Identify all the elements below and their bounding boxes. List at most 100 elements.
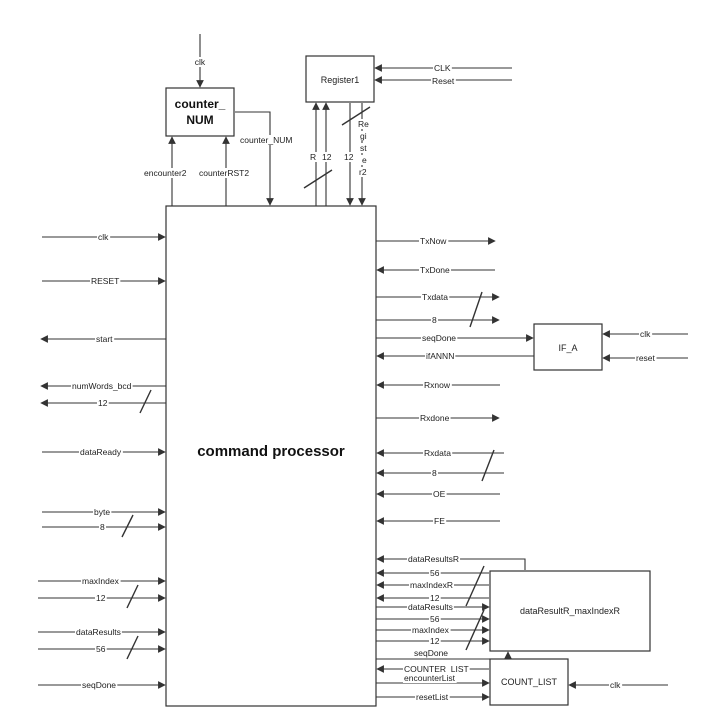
register1-block [305, 55, 375, 103]
label-bg [97, 232, 111, 242]
command-processor-title: command processor [197, 443, 345, 460]
label-bg [95, 644, 107, 654]
label-bg [193, 57, 207, 67]
label-bg [75, 627, 122, 637]
dr-56b-label: 56 [430, 614, 440, 624]
register2-char-3: st [360, 143, 367, 153]
left-seqdone-label: seqDone [82, 680, 116, 690]
label-bg [429, 568, 441, 578]
label-bg [411, 625, 451, 635]
label-bg [97, 398, 109, 408]
label-bg [415, 692, 450, 702]
rxdata-bus-slash [481, 449, 495, 482]
dr-seqdone-label: seqDone [414, 648, 448, 658]
encounter2-label: encounter2 [144, 168, 187, 178]
label-bg [635, 353, 657, 363]
maxindex-label: maxIndex [82, 576, 120, 586]
txdata-width-label: 8 [432, 315, 437, 325]
dataresultsr-label: dataResultsR [408, 554, 459, 564]
maxindex-width-label: 12 [96, 593, 106, 603]
numwords-width-label: 12 [98, 398, 108, 408]
label-bg [239, 135, 294, 145]
dr-out-bus-slash [465, 609, 485, 651]
label-bg [95, 334, 115, 344]
label-bg [81, 576, 121, 586]
counter-num-block [165, 87, 235, 137]
dataresults-bus-slash [126, 635, 139, 660]
label-bg [429, 593, 441, 603]
byte-bus-slash [121, 514, 134, 538]
label-bg [359, 131, 368, 141]
count-list-clk-label: clk [610, 680, 621, 690]
rxdata-label: Rxdata [424, 448, 451, 458]
ifa-reset-label: reset [636, 353, 656, 363]
dataresults-width-label: 56 [96, 644, 106, 654]
label-bg [99, 522, 106, 532]
label-bg [81, 680, 118, 690]
register2-char-5: r2 [359, 167, 367, 177]
txnow-label: TxNow [420, 236, 447, 246]
counter-list-label: COUNTER_LIST [404, 664, 469, 674]
dataresults-label: dataResults [76, 627, 121, 637]
dr-dataresults-label: dataResults [408, 602, 453, 612]
label-bg [639, 329, 653, 339]
txdata-label: Txdata [422, 292, 448, 302]
register-12-label: 12 [322, 152, 332, 162]
counter-num-label: counter_NUM [240, 135, 292, 145]
counter-num-title-line2: NUM [186, 113, 213, 127]
maxindex-bus-slash [126, 584, 139, 609]
ifannn-label: ifANNN [426, 351, 454, 361]
count-list-block [489, 658, 569, 706]
label-bg [79, 447, 123, 457]
dr-maxindex-label: maxIndex [412, 625, 450, 635]
label-bg [407, 554, 461, 564]
label-bg [419, 413, 451, 423]
label-bg [71, 381, 133, 391]
label-bg [343, 152, 355, 162]
register-out-bus-slash [341, 106, 371, 126]
label-bg [429, 614, 441, 624]
dataready-label: dataReady [80, 447, 122, 457]
register2-char-1: Re [358, 119, 369, 129]
ifa-clk-label: clk [640, 329, 651, 339]
byte-width-label: 8 [100, 522, 105, 532]
label-bg [409, 580, 454, 590]
if-a-block [533, 323, 603, 371]
txdone-label: TxDone [420, 265, 450, 275]
label-bg [359, 143, 369, 153]
encounterlist-label: encounterList [404, 673, 456, 683]
data-result-block [489, 570, 651, 652]
rxdone-label: Rxdone [420, 413, 450, 423]
counter-num-title-line1: counter_ [175, 97, 226, 111]
register-12b-label: 12 [344, 152, 354, 162]
register-r-label: R [310, 152, 316, 162]
fe-label: FE [434, 516, 445, 526]
label-bg [358, 167, 368, 177]
byte-label: byte [94, 507, 110, 517]
register-reset-label: Reset [432, 76, 455, 86]
label-bg [421, 333, 458, 343]
label-bg [433, 63, 452, 73]
txdata-bus-slash [469, 291, 483, 328]
counter-num-wire [235, 111, 274, 206]
dr-12a-label: 12 [430, 593, 440, 603]
label-bg [95, 593, 107, 603]
oe-label: OE [433, 489, 446, 499]
left-clk-label: clk [98, 232, 109, 242]
counter-clk-label: clk [195, 57, 206, 67]
label-bg [609, 680, 623, 690]
dr-56a-label: 56 [430, 568, 440, 578]
data-result-title: dataResultR_maxIndexR [520, 606, 621, 616]
label-bg [421, 292, 450, 302]
label-bg [431, 468, 438, 478]
label-bg [432, 489, 447, 499]
label-bg [413, 648, 450, 658]
label-bg [429, 636, 441, 646]
count-list-title: COUNT_LIST [501, 677, 558, 687]
label-bg [423, 380, 452, 390]
label-bg [309, 152, 318, 162]
label-bg [425, 351, 456, 361]
left-reset-label: RESET [91, 276, 119, 286]
register-in-bus-slash [303, 169, 333, 189]
